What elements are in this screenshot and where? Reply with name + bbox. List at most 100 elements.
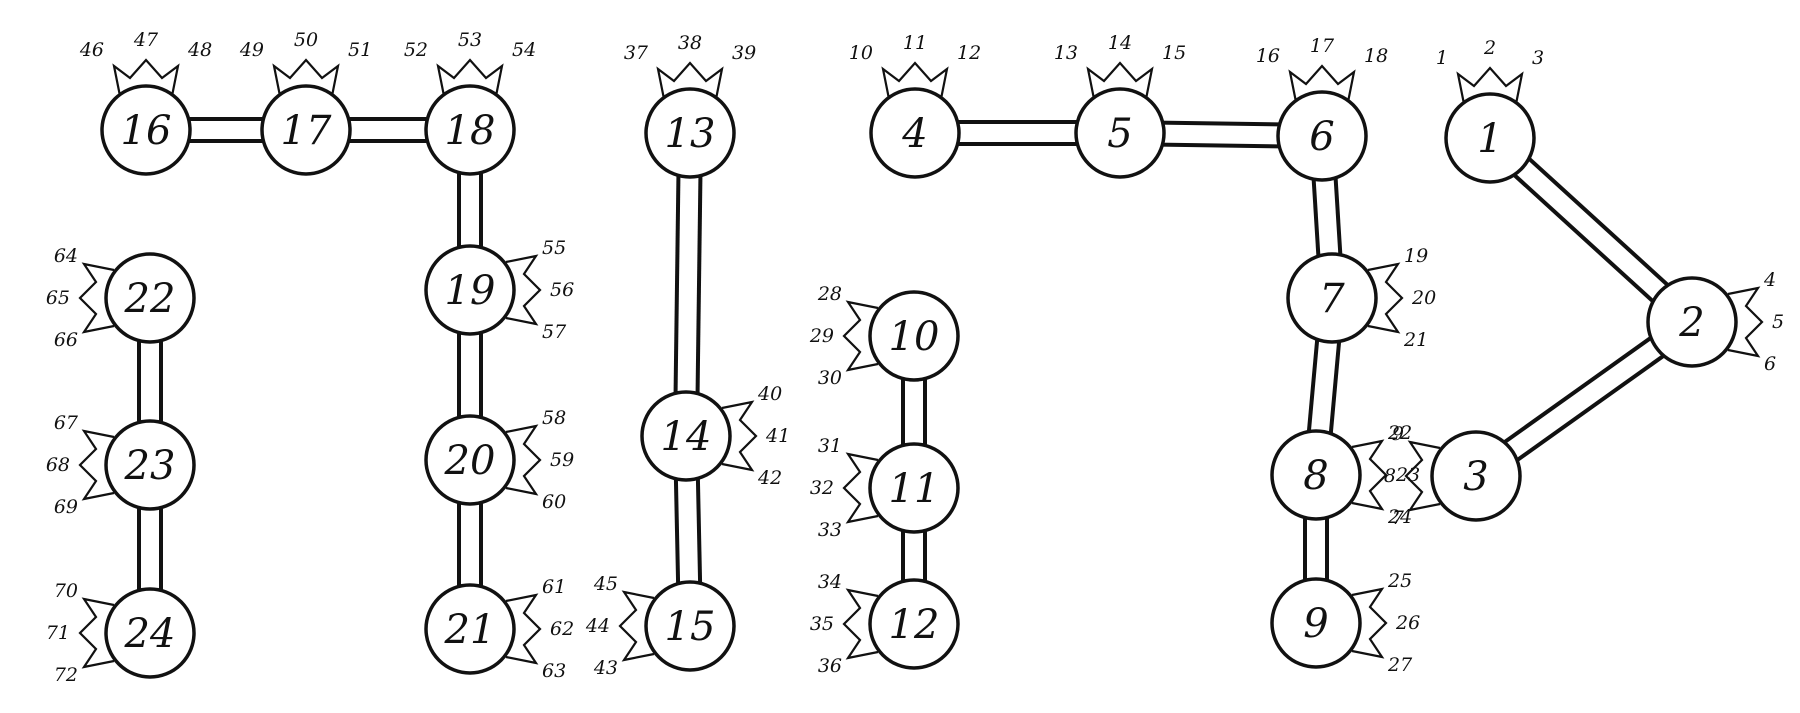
node-label-13: 13 <box>665 111 716 157</box>
tick-label-60: 60 <box>542 491 566 513</box>
tick-label-67: 67 <box>54 412 79 434</box>
crown-3 <box>1404 440 1441 512</box>
tick-label-26: 26 <box>1395 612 1420 634</box>
node-circle-7 <box>1286 252 1378 344</box>
node-circle-3 <box>1430 430 1522 522</box>
tick-label-20: 20 <box>1411 287 1436 309</box>
tick-label-30: 30 <box>818 367 842 389</box>
tick-label-16: 16 <box>1256 45 1280 67</box>
node-circle-6 <box>1276 90 1368 182</box>
node-13: 13 37 38 39 <box>624 32 756 179</box>
tick-label-4: 4 <box>1763 269 1776 291</box>
tick-label-53: 53 <box>458 29 482 51</box>
node-circle-22 <box>104 252 196 344</box>
node-circle-5 <box>1074 87 1166 179</box>
node-label-9: 9 <box>1303 601 1328 647</box>
tick-label-43: 43 <box>593 657 618 679</box>
tick-label-28: 28 <box>817 283 842 305</box>
tick-label-36: 36 <box>818 655 842 677</box>
tick-label-66: 66 <box>54 329 78 351</box>
node-circle-11 <box>868 442 960 534</box>
node-circle-8 <box>1270 429 1362 521</box>
tick-label-41: 41 <box>765 425 790 447</box>
tick-label-38: 38 <box>678 32 702 54</box>
node-circle-17 <box>260 84 352 176</box>
crown-15 <box>618 590 655 662</box>
node-label-20: 20 <box>444 438 496 484</box>
crown-17 <box>272 58 340 97</box>
crown-20 <box>505 424 542 496</box>
node-label-12: 12 <box>889 602 940 648</box>
tick-label-48: 48 <box>187 39 212 61</box>
node-circle-16 <box>100 84 192 176</box>
tick-label-65: 65 <box>46 287 70 309</box>
node-circle-24 <box>104 587 196 679</box>
node-label-18: 18 <box>445 108 496 154</box>
node-circle-4 <box>869 87 961 179</box>
node-label-14: 14 <box>661 414 712 460</box>
crown-6 <box>1288 64 1356 103</box>
tick-label-7: 7 <box>1392 507 1405 529</box>
node-circle-18 <box>424 84 516 176</box>
node-circle-21 <box>424 583 516 675</box>
node-circle-14 <box>640 390 732 482</box>
crown-2 <box>1727 286 1764 358</box>
tick-label-22: 22 <box>1387 422 1412 444</box>
tick-label-70: 70 <box>54 580 78 602</box>
crown-5 <box>1086 61 1154 100</box>
tick-label-54: 54 <box>512 39 536 61</box>
node-18: 18 52 53 54 <box>404 29 536 176</box>
node-label-8: 8 <box>1303 453 1328 499</box>
node-label-16: 16 <box>121 108 172 154</box>
node-label-22: 22 <box>124 276 176 322</box>
node-circle-2 <box>1646 276 1738 368</box>
tick-label-23: 23 <box>1395 464 1420 486</box>
crown-11 <box>842 452 879 524</box>
tick-label-2: 2 <box>1483 37 1496 59</box>
node-label-23: 23 <box>124 443 176 489</box>
tick-label-10: 10 <box>849 42 873 64</box>
node-circle-10 <box>868 290 960 382</box>
tick-label-62: 62 <box>550 618 574 640</box>
crown-8 <box>1351 439 1388 511</box>
tick-label-17: 17 <box>1310 35 1335 57</box>
tick-label-37: 37 <box>624 42 649 64</box>
tick-label-44: 44 <box>585 615 610 637</box>
crown-9 <box>1351 587 1388 659</box>
tick-label-27: 27 <box>1387 654 1413 676</box>
tick-label-1: 1 <box>1436 47 1448 69</box>
tick-label-58: 58 <box>542 407 566 429</box>
node-circle-15 <box>644 580 736 672</box>
tick-label-52: 52 <box>404 39 428 61</box>
node-label-3: 3 <box>1463 454 1488 500</box>
node-label-19: 19 <box>445 268 496 314</box>
crown-23 <box>78 429 115 501</box>
tick-label-50: 50 <box>294 29 318 51</box>
tick-label-46: 46 <box>79 39 104 61</box>
node-circle-1 <box>1444 92 1536 184</box>
crown-16 <box>112 58 180 97</box>
tick-label-39: 39 <box>732 42 756 64</box>
tick-label-40: 40 <box>757 383 782 405</box>
tick-label-49: 49 <box>239 39 264 61</box>
node-circle-23 <box>104 419 196 511</box>
tick-label-11: 11 <box>903 32 927 54</box>
